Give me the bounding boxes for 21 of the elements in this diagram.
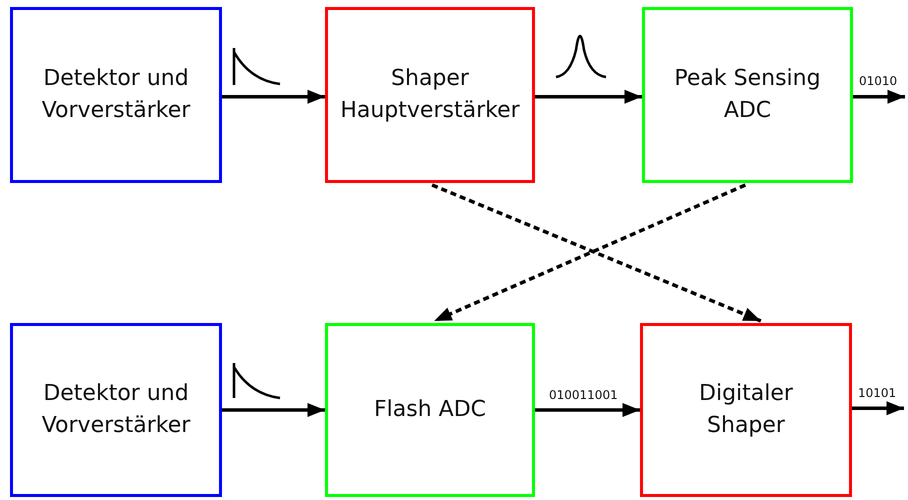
block-label: Shaper Hauptverstärker [339,65,521,125]
block-label: Detektor und Vorverstärker [40,380,192,440]
block-box [325,323,535,497]
block-box [642,7,853,183]
block-label: Digitaler Shaper [698,380,794,440]
arrow [222,90,325,104]
block-box [10,7,222,183]
arrow [852,401,904,416]
arrow [853,90,905,104]
edge-label: 10101 [857,386,898,400]
arrow [535,403,640,417]
block-label: Flash ADC [373,396,487,424]
arrow [535,90,642,104]
block-box [640,323,852,497]
block-box [10,323,222,497]
arrow [222,403,325,417]
edge-label: 01010 [858,74,898,88]
block-box [325,7,535,183]
block-label: Detektor und Vorverstärker [40,65,192,125]
edge-label: 010011001 [548,388,619,402]
block-label: Peak Sensing ADC [673,65,822,125]
